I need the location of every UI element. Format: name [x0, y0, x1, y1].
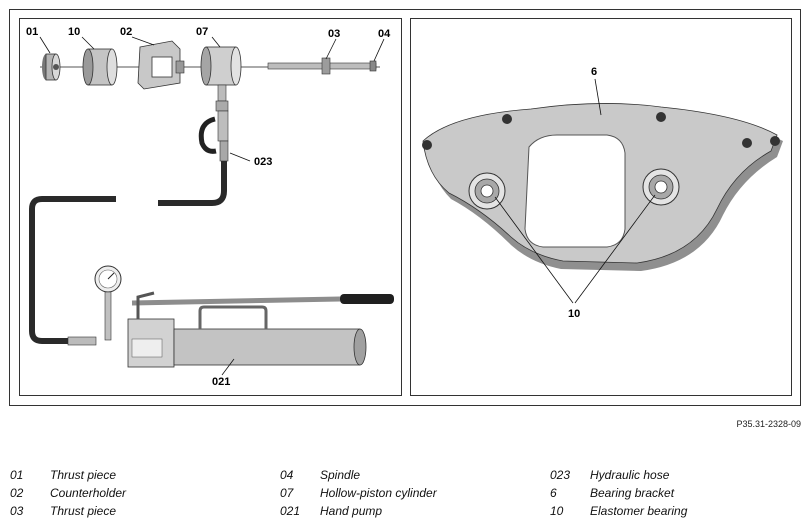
bearing-bracket-6 [422, 103, 783, 271]
callout-10-right: 10 [568, 308, 580, 320]
right-leader-lines [494, 78, 656, 304]
hydraulic-hose-023 [158, 161, 227, 206]
callout-6: 6 [591, 66, 597, 78]
callout-07: 07 [196, 26, 208, 38]
elastomer-bearing-10 [82, 48, 118, 86]
bearing-bracket-illustration: 6 10 [422, 66, 783, 320]
elastomer-bearing-right [642, 168, 680, 206]
callout-023: 023 [254, 156, 272, 168]
callout-02: 02 [120, 26, 132, 38]
elastomer-bearing-left [468, 172, 506, 210]
pump-handle-grip [340, 294, 394, 304]
hollow-piston-cylinder-07 [200, 46, 242, 112]
hydraulic-hose-lower [29, 196, 116, 344]
hand-pump-021 [67, 265, 394, 368]
callout-10: 10 [68, 26, 80, 38]
figure-frame [9, 9, 801, 406]
left-leader-lines [39, 36, 385, 376]
thrust-piece-03 [321, 57, 331, 75]
tool-set-panel: 01 10 02 07 03 04 023 021 [19, 18, 402, 396]
counterholder-02 [137, 40, 185, 90]
tool-set-illustration: 01 10 02 07 03 04 023 021 [26, 26, 394, 388]
callout-021: 021 [212, 376, 230, 388]
callout-04: 04 [378, 28, 391, 40]
spindle-04 [267, 57, 377, 75]
callout-03: 03 [328, 28, 340, 40]
bearing-bracket-panel: 6 10 [410, 18, 792, 396]
thrust-piece-01 [42, 53, 61, 81]
callout-01: 01 [26, 26, 38, 38]
figure-reference: P35.31-2328-09 [736, 419, 801, 429]
hose-coupling [198, 110, 229, 162]
